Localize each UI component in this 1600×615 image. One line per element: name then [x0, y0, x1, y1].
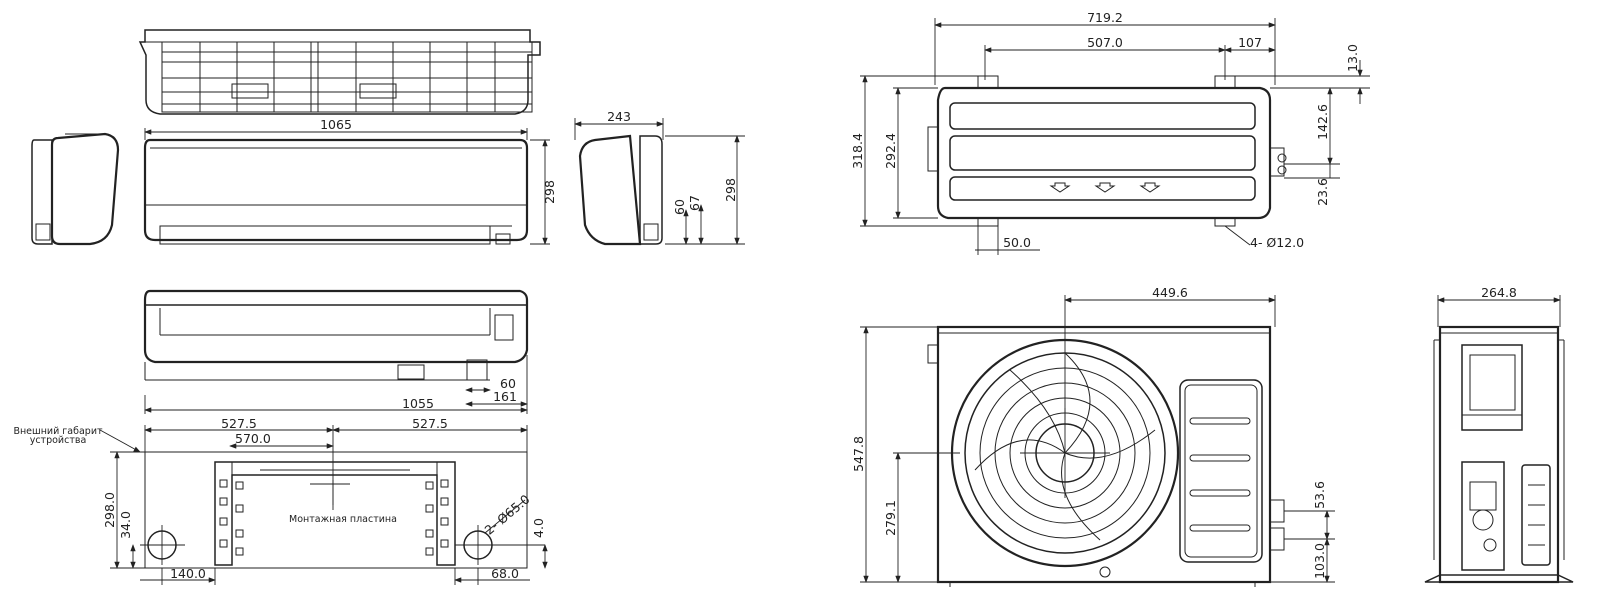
outer-dimension-label-2: устройства	[30, 435, 87, 446]
outer-dimension-label-1: Внешний габарит	[13, 426, 103, 437]
indoor-top-view	[138, 29, 541, 115]
indoor-bottom-width-label: 1055	[402, 396, 434, 411]
indoor-right-side-view: 243 60 67 298	[574, 109, 745, 246]
indoor-side-height-label: 298	[723, 178, 738, 202]
outdoor-half-width-label: 449.6	[1152, 285, 1188, 300]
indoor-width-label: 1065	[320, 117, 352, 132]
outdoor-overall-width-label: 719.2	[1087, 10, 1123, 25]
indoor-depth-label: 243	[607, 109, 631, 124]
plate-right-offset-label: 68.0	[491, 566, 519, 581]
outdoor-top-view: 719.2 507.0 107 318.4 292.4 13.0	[850, 10, 1370, 255]
outdoor-side-depth-label: 264.8	[1481, 285, 1517, 300]
plate-center-span-label: 570.0	[235, 431, 271, 446]
outdoor-front-view: 449.6 547.8 279.1 5	[851, 285, 1335, 587]
plate-left-half-label: 527.5	[221, 416, 257, 431]
indoor-bottom-dim-60: 60	[500, 376, 516, 391]
indoor-side-dim-60: 60	[672, 199, 687, 215]
plate-height-34-label: 34.0	[118, 511, 133, 539]
outdoor-dim-23-label: 23.6	[1315, 178, 1330, 206]
outdoor-dim-142-label: 142.6	[1315, 104, 1330, 140]
fan-center-height-label: 279.1	[883, 500, 898, 536]
indoor-bottom-view: 60 161 1055	[143, 289, 529, 414]
pipe-hole-diameter-label: 2- Ø65.0	[482, 491, 533, 537]
outdoor-foot-offset-label: 50.0	[1003, 235, 1031, 250]
indoor-side-dim-67: 67	[687, 195, 702, 211]
indoor-left-side-view	[31, 132, 120, 246]
plate-label: Монтажная пластина	[289, 514, 397, 525]
outdoor-dim-13-label: 13.0	[1345, 44, 1360, 72]
indoor-height-label: 298	[542, 180, 557, 204]
outdoor-side-view: 264.8	[1424, 285, 1574, 584]
indoor-front-view: 1065 298	[143, 117, 557, 245]
indoor-bottom-dim-161: 161	[493, 389, 517, 404]
outdoor-bolt-holes-label: 4- Ø12.0	[1250, 235, 1304, 250]
outdoor-depth-318-label: 318.4	[850, 133, 865, 169]
outdoor-foot-spacing-label: 507.0	[1087, 35, 1123, 50]
valve-dim-103-label: 103.0	[1312, 543, 1327, 579]
outdoor-height-label: 547.8	[851, 436, 866, 472]
plate-right-half-label: 527.5	[412, 416, 448, 431]
plate-height-298-label: 298.0	[102, 492, 117, 528]
mounting-plate-view: Внешний габарит устройства 527.5 527.5 5…	[13, 416, 548, 585]
outdoor-depth-292-label: 292.4	[883, 133, 898, 169]
outdoor-right-offset-label: 107	[1238, 35, 1262, 50]
plate-left-offset-label: 140.0	[170, 566, 206, 581]
hole-right-offset-label: 4.0	[531, 518, 546, 538]
valve-dim-53-label: 53.6	[1312, 481, 1327, 509]
